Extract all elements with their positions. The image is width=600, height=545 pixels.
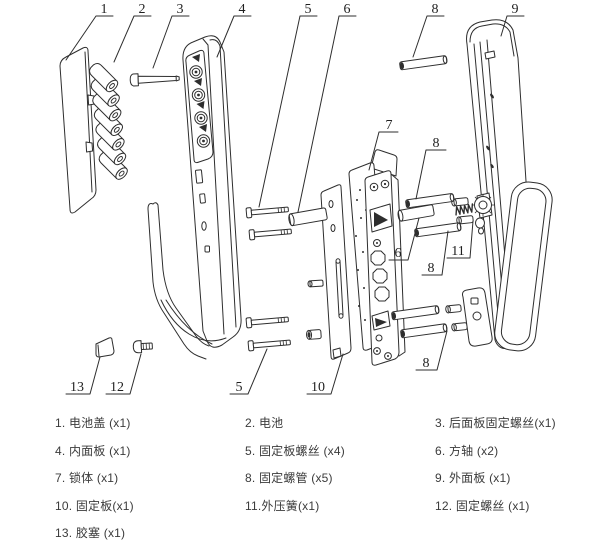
fixing-plate xyxy=(306,184,352,360)
inner-panel xyxy=(147,35,242,360)
callout-5-top: 5 xyxy=(258,2,318,208)
callout-12: 12 xyxy=(105,353,142,395)
callout-label: 8 xyxy=(433,136,440,151)
callout-3: 3 xyxy=(152,2,190,69)
callout-label: 1 xyxy=(101,2,108,17)
spindle-hub xyxy=(471,192,495,235)
parts-legend: 1. 电池盖 (x1) 2. 电池 3. 后面板固定螺丝(x1) 4. 内面板 … xyxy=(55,414,590,544)
exploded-diagram: 1 2 3 4 5 6 8 9 7 8 6 8 11 8 5 10 13 12 xyxy=(59,2,553,395)
callout-8-top: 8 xyxy=(412,2,445,58)
callout-label: 12 xyxy=(110,380,124,395)
bottom-mount xyxy=(462,287,493,347)
legend-item: 5. 固定板螺丝 (x4) xyxy=(245,443,345,458)
fixing-tubes xyxy=(391,55,462,339)
panel-post xyxy=(445,304,462,314)
legend-item: 4. 内面板 (x1) xyxy=(55,443,131,458)
legend-item: 8. 固定螺管 (x5) xyxy=(245,471,333,485)
callout-label: 10 xyxy=(311,380,325,395)
callout-8-mid1: 8 xyxy=(415,136,447,200)
callout-2: 2 xyxy=(113,2,152,63)
legend-item: 10. 固定板(x1) xyxy=(55,498,134,513)
callout-8-mid2: 8 xyxy=(421,230,449,276)
legend-item: 7. 锁体 (x1) xyxy=(55,471,119,485)
callout-10: 10 xyxy=(306,353,344,395)
battery-cover xyxy=(59,46,97,214)
outer-spring xyxy=(455,203,474,216)
legend-item: 1. 电池盖 (x1) xyxy=(55,416,131,430)
callout-6-mid: 6 xyxy=(388,217,420,261)
plate-screws xyxy=(245,206,292,352)
callout-label: 3 xyxy=(177,2,184,17)
lock-body xyxy=(348,149,406,366)
inner-panel-handle xyxy=(147,202,227,360)
rubber-plug xyxy=(95,337,115,358)
plate-knob xyxy=(306,329,322,340)
callout-label: 8 xyxy=(428,261,435,276)
callout-label: 8 xyxy=(423,356,430,371)
legend-item: 11.外压簧(x1) xyxy=(245,498,320,513)
callout-13: 13 xyxy=(65,356,101,395)
callout-label: 8 xyxy=(432,2,439,17)
outer-panel-handle xyxy=(494,181,553,352)
callout-label: 5 xyxy=(236,380,243,395)
callout-label: 11 xyxy=(451,244,464,259)
callout-4: 4 xyxy=(216,2,252,58)
callout-8-bottom: 8 xyxy=(415,330,448,371)
battery-contacts xyxy=(189,54,211,148)
fixing-screw xyxy=(132,340,153,354)
callout-label: 6 xyxy=(395,246,402,261)
rear-panel-screw xyxy=(129,73,180,87)
legend-item: 13. 胶塞 (x1) xyxy=(55,526,126,540)
square-shafts xyxy=(288,204,435,227)
callout-9: 9 xyxy=(500,2,525,37)
callout-label: 7 xyxy=(386,118,393,133)
callout-5-bottom: 5 xyxy=(229,348,268,395)
callout-label: 4 xyxy=(239,2,246,17)
panel-post xyxy=(456,215,474,225)
callout-6-top: 6 xyxy=(297,2,357,213)
battery-stack xyxy=(89,63,128,180)
callouts: 1 2 3 4 5 6 8 9 7 8 6 8 11 8 5 10 13 12 xyxy=(65,2,525,395)
lock-assembly-drawing: 1 2 3 4 5 6 8 9 7 8 6 8 11 8 5 10 13 12 xyxy=(59,2,553,395)
callout-label: 9 xyxy=(512,2,519,17)
callout-1: 1 xyxy=(65,2,114,61)
legend-item: 3. 后面板固定螺丝(x1) xyxy=(435,416,556,430)
legend-item: 2. 电池 xyxy=(245,416,284,430)
outer-panel xyxy=(445,19,553,352)
legend-item: 12. 固定螺丝 (x1) xyxy=(435,498,530,513)
callout-label: 5 xyxy=(305,2,312,17)
plate-peg xyxy=(307,279,324,288)
callout-label: 6 xyxy=(344,2,351,17)
callout-label: 13 xyxy=(70,380,84,395)
callout-label: 2 xyxy=(139,2,146,17)
callout-11: 11 xyxy=(446,220,474,259)
callout-7: 7 xyxy=(368,118,399,171)
legend-item: 6. 方轴 (x2) xyxy=(435,443,499,458)
legend-item: 9. 外面板 (x1) xyxy=(435,471,511,485)
panel-post xyxy=(451,322,468,332)
